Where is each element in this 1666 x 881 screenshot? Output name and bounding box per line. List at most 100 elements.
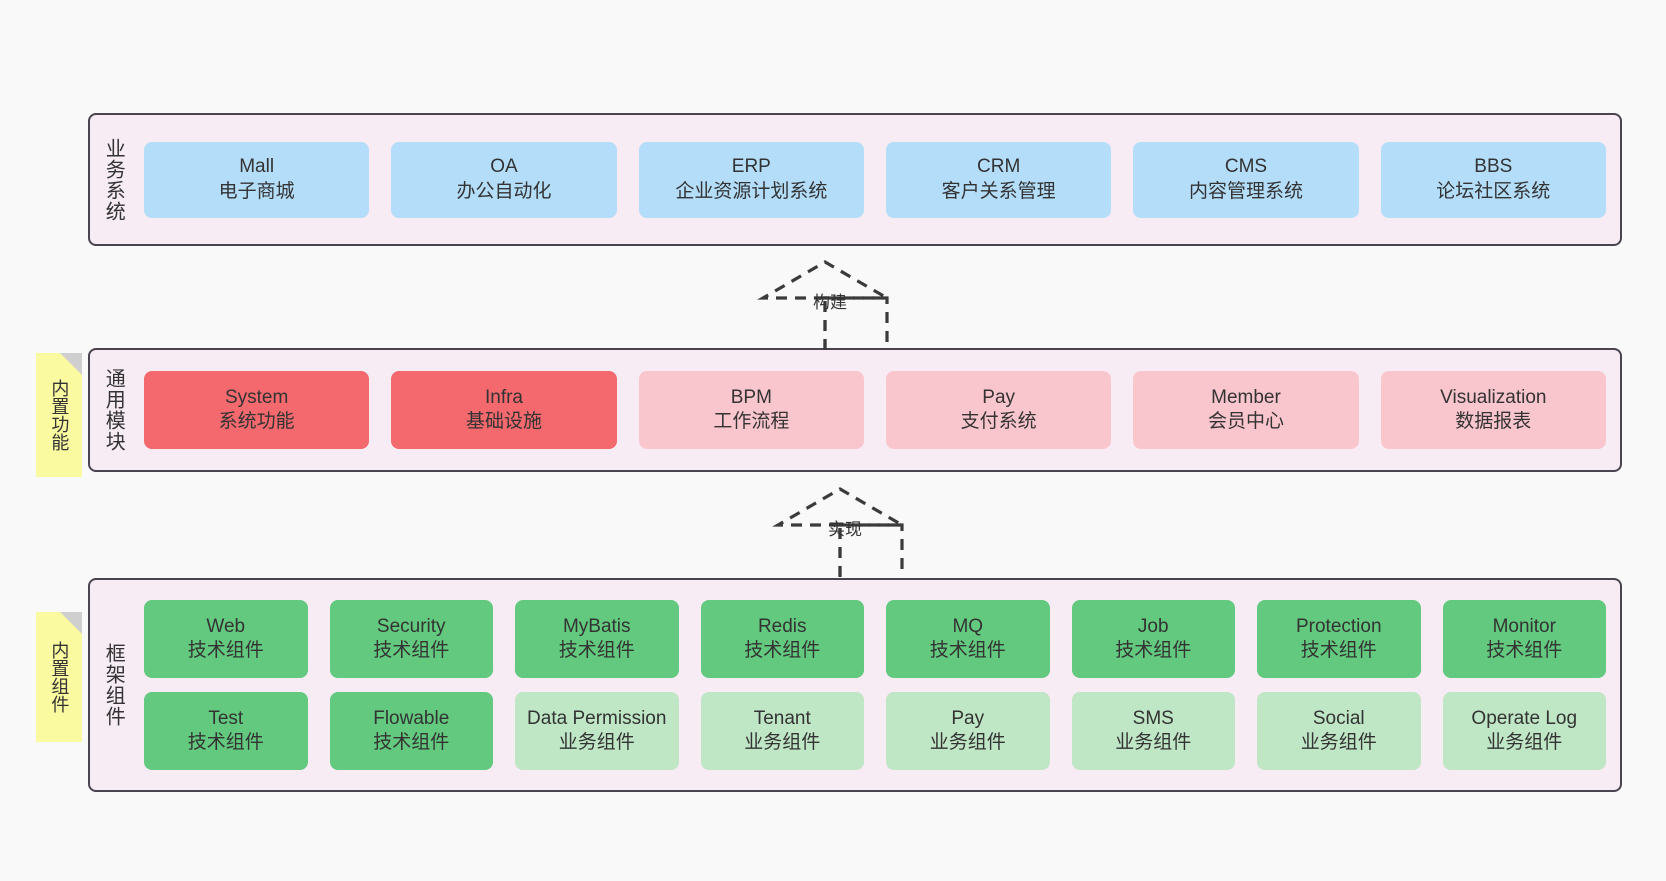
- sticky-note-label: 内置组件: [49, 641, 70, 713]
- card-job[interactable]: Job 技术组件: [1071, 600, 1235, 678]
- card-security[interactable]: Security 技术组件: [329, 600, 493, 678]
- card-subtitle: 论坛社区系统: [1436, 180, 1551, 202]
- layer-framework-component[interactable]: 框架组件 Web 技术组件 Security 技术组件 MyBatis 技术组件…: [88, 578, 1622, 792]
- layer-business-system[interactable]: 业务系统 Mall 电子商城 OA 办公自动化 ERP 企业资源计划系统 CRM: [88, 113, 1622, 246]
- card-subtitle: 客户关系管理: [941, 180, 1056, 202]
- card-mybatis[interactable]: MyBatis 技术组件: [515, 600, 679, 678]
- card-title: MQ: [952, 615, 984, 637]
- card-mq[interactable]: MQ 技术组件: [886, 600, 1050, 678]
- card-subtitle: 技术组件: [1486, 640, 1563, 661]
- layer-common-module[interactable]: 通用模块 System 系统功能 Infra 基础设施 BPM 工作流程 Pay: [88, 348, 1622, 472]
- card-subtitle: 业务组件: [1115, 732, 1192, 753]
- sticky-note-builtin-function[interactable]: 内置功能: [36, 353, 82, 477]
- card-data-permission[interactable]: Data Permission 业务组件: [515, 692, 679, 770]
- card-title: Mall: [239, 156, 275, 178]
- card-system[interactable]: System 系统功能: [144, 371, 370, 449]
- card-crm[interactable]: CRM 客户关系管理: [885, 141, 1112, 218]
- connector-implement: 实现: [770, 485, 930, 577]
- card-subtitle: 技术组件: [187, 732, 264, 753]
- card-subtitle: 业务组件: [744, 732, 821, 753]
- card-title: Monitor: [1492, 615, 1556, 637]
- sticky-fold-icon: [60, 612, 82, 634]
- layer-title-common-module: 通用模块: [102, 368, 125, 452]
- card-test[interactable]: Test 技术组件: [144, 692, 308, 770]
- card-subtitle: 技术组件: [744, 640, 821, 661]
- card-title: Pay: [982, 386, 1016, 408]
- layer-title-framework-component: 框架组件: [102, 643, 125, 727]
- sticky-note-builtin-component[interactable]: 内置组件: [36, 612, 82, 742]
- card-subtitle: 技术组件: [558, 640, 635, 661]
- layer-body-common-module: System 系统功能 Infra 基础设施 BPM 工作流程 Pay 支付系统…: [136, 350, 1620, 470]
- sticky-note-label: 内置功能: [49, 379, 70, 451]
- card-operate-log[interactable]: Operate Log 业务组件: [1442, 692, 1606, 770]
- card-row: System 系统功能 Infra 基础设施 BPM 工作流程 Pay 支付系统…: [144, 371, 1606, 449]
- card-redis[interactable]: Redis 技术组件: [700, 600, 864, 678]
- card-web[interactable]: Web 技术组件: [144, 600, 308, 678]
- card-bbs[interactable]: BBS 论坛社区系统: [1380, 141, 1606, 218]
- card-subtitle: 电子商城: [218, 180, 295, 202]
- card-infra[interactable]: Infra 基础设施: [391, 371, 617, 449]
- layer-body-framework-component: Web 技术组件 Security 技术组件 MyBatis 技术组件 Redi…: [136, 580, 1620, 790]
- card-title: Job: [1137, 615, 1169, 637]
- card-subtitle: 内容管理系统: [1188, 180, 1303, 202]
- card-row: Mall 电子商城 OA 办公自动化 ERP 企业资源计划系统 CRM 客户关系…: [144, 141, 1606, 218]
- card-subtitle: 业务组件: [1300, 732, 1377, 753]
- connector-implement-label: 实现: [828, 520, 862, 539]
- card-title: SMS: [1132, 707, 1174, 729]
- card-title: BPM: [730, 386, 772, 408]
- card-member[interactable]: Member 会员中心: [1133, 371, 1359, 449]
- card-subtitle: 企业资源计划系统: [675, 180, 828, 202]
- layer-title-business-system: 业务系统: [102, 137, 125, 222]
- card-subtitle: 数据报表: [1455, 411, 1532, 432]
- card-subtitle: 系统功能: [218, 411, 295, 432]
- card-oa[interactable]: OA 办公自动化: [391, 141, 617, 218]
- card-social[interactable]: Social 业务组件: [1257, 692, 1421, 770]
- card-title: ERP: [731, 156, 771, 178]
- card-title: Visualization: [1440, 386, 1547, 408]
- card-title: CMS: [1224, 156, 1268, 178]
- card-subtitle: 工作流程: [713, 411, 790, 432]
- card-title: CRM: [977, 156, 1021, 178]
- card-title: Redis: [757, 615, 807, 637]
- card-subtitle: 支付系统: [960, 411, 1037, 432]
- card-mall[interactable]: Mall 电子商城: [144, 141, 370, 218]
- card-title: BBS: [1474, 156, 1513, 178]
- card-title: Social: [1312, 707, 1365, 729]
- card-protection[interactable]: Protection 技术组件: [1257, 600, 1421, 678]
- card-subtitle: 基础设施: [465, 411, 542, 432]
- card-title: Infra: [484, 386, 523, 408]
- card-subtitle: 业务组件: [929, 732, 1006, 753]
- card-flowable[interactable]: Flowable 技术组件: [329, 692, 493, 770]
- connector-build: 构建: [755, 258, 915, 350]
- connector-implement-arrow-icon: [772, 487, 908, 577]
- card-subtitle: 业务组件: [558, 732, 635, 753]
- card-bpm[interactable]: BPM 工作流程: [638, 371, 864, 449]
- card-visualization[interactable]: Visualization 数据报表: [1380, 371, 1606, 449]
- card-monitor[interactable]: Monitor 技术组件: [1442, 600, 1606, 678]
- card-sms[interactable]: SMS 业务组件: [1071, 692, 1235, 770]
- card-title: Member: [1211, 386, 1281, 408]
- card-tenant[interactable]: Tenant 业务组件: [700, 692, 864, 770]
- sticky-fold-icon: [60, 353, 82, 375]
- card-title: Security: [376, 615, 446, 637]
- card-subtitle: 业务组件: [1486, 732, 1563, 753]
- connector-build-arrow-icon: [757, 260, 893, 350]
- card-subtitle: 技术组件: [373, 732, 450, 753]
- card-subtitle: 技术组件: [373, 640, 450, 661]
- card-pay[interactable]: Pay 支付系统: [885, 371, 1112, 449]
- connector-build-label: 构建: [813, 293, 847, 312]
- card-cms[interactable]: CMS 内容管理系统: [1133, 141, 1359, 218]
- card-title: Web: [206, 615, 246, 637]
- card-title: MyBatis: [562, 615, 631, 637]
- card-subtitle: 技术组件: [187, 640, 264, 661]
- card-erp[interactable]: ERP 企业资源计划系统: [638, 141, 864, 218]
- card-title: Data Permission: [527, 707, 667, 729]
- card-subtitle: 办公自动化: [456, 180, 552, 202]
- card-title: Protection: [1295, 615, 1382, 637]
- card-subtitle: 技术组件: [929, 640, 1006, 661]
- card-row: Test 技术组件 Flowable 技术组件 Data Permission …: [144, 692, 1606, 770]
- card-row: Web 技术组件 Security 技术组件 MyBatis 技术组件 Redi…: [144, 600, 1606, 678]
- card-title: Test: [208, 707, 244, 729]
- card-pay-business[interactable]: Pay 业务组件: [886, 692, 1050, 770]
- card-subtitle: 会员中心: [1207, 411, 1284, 432]
